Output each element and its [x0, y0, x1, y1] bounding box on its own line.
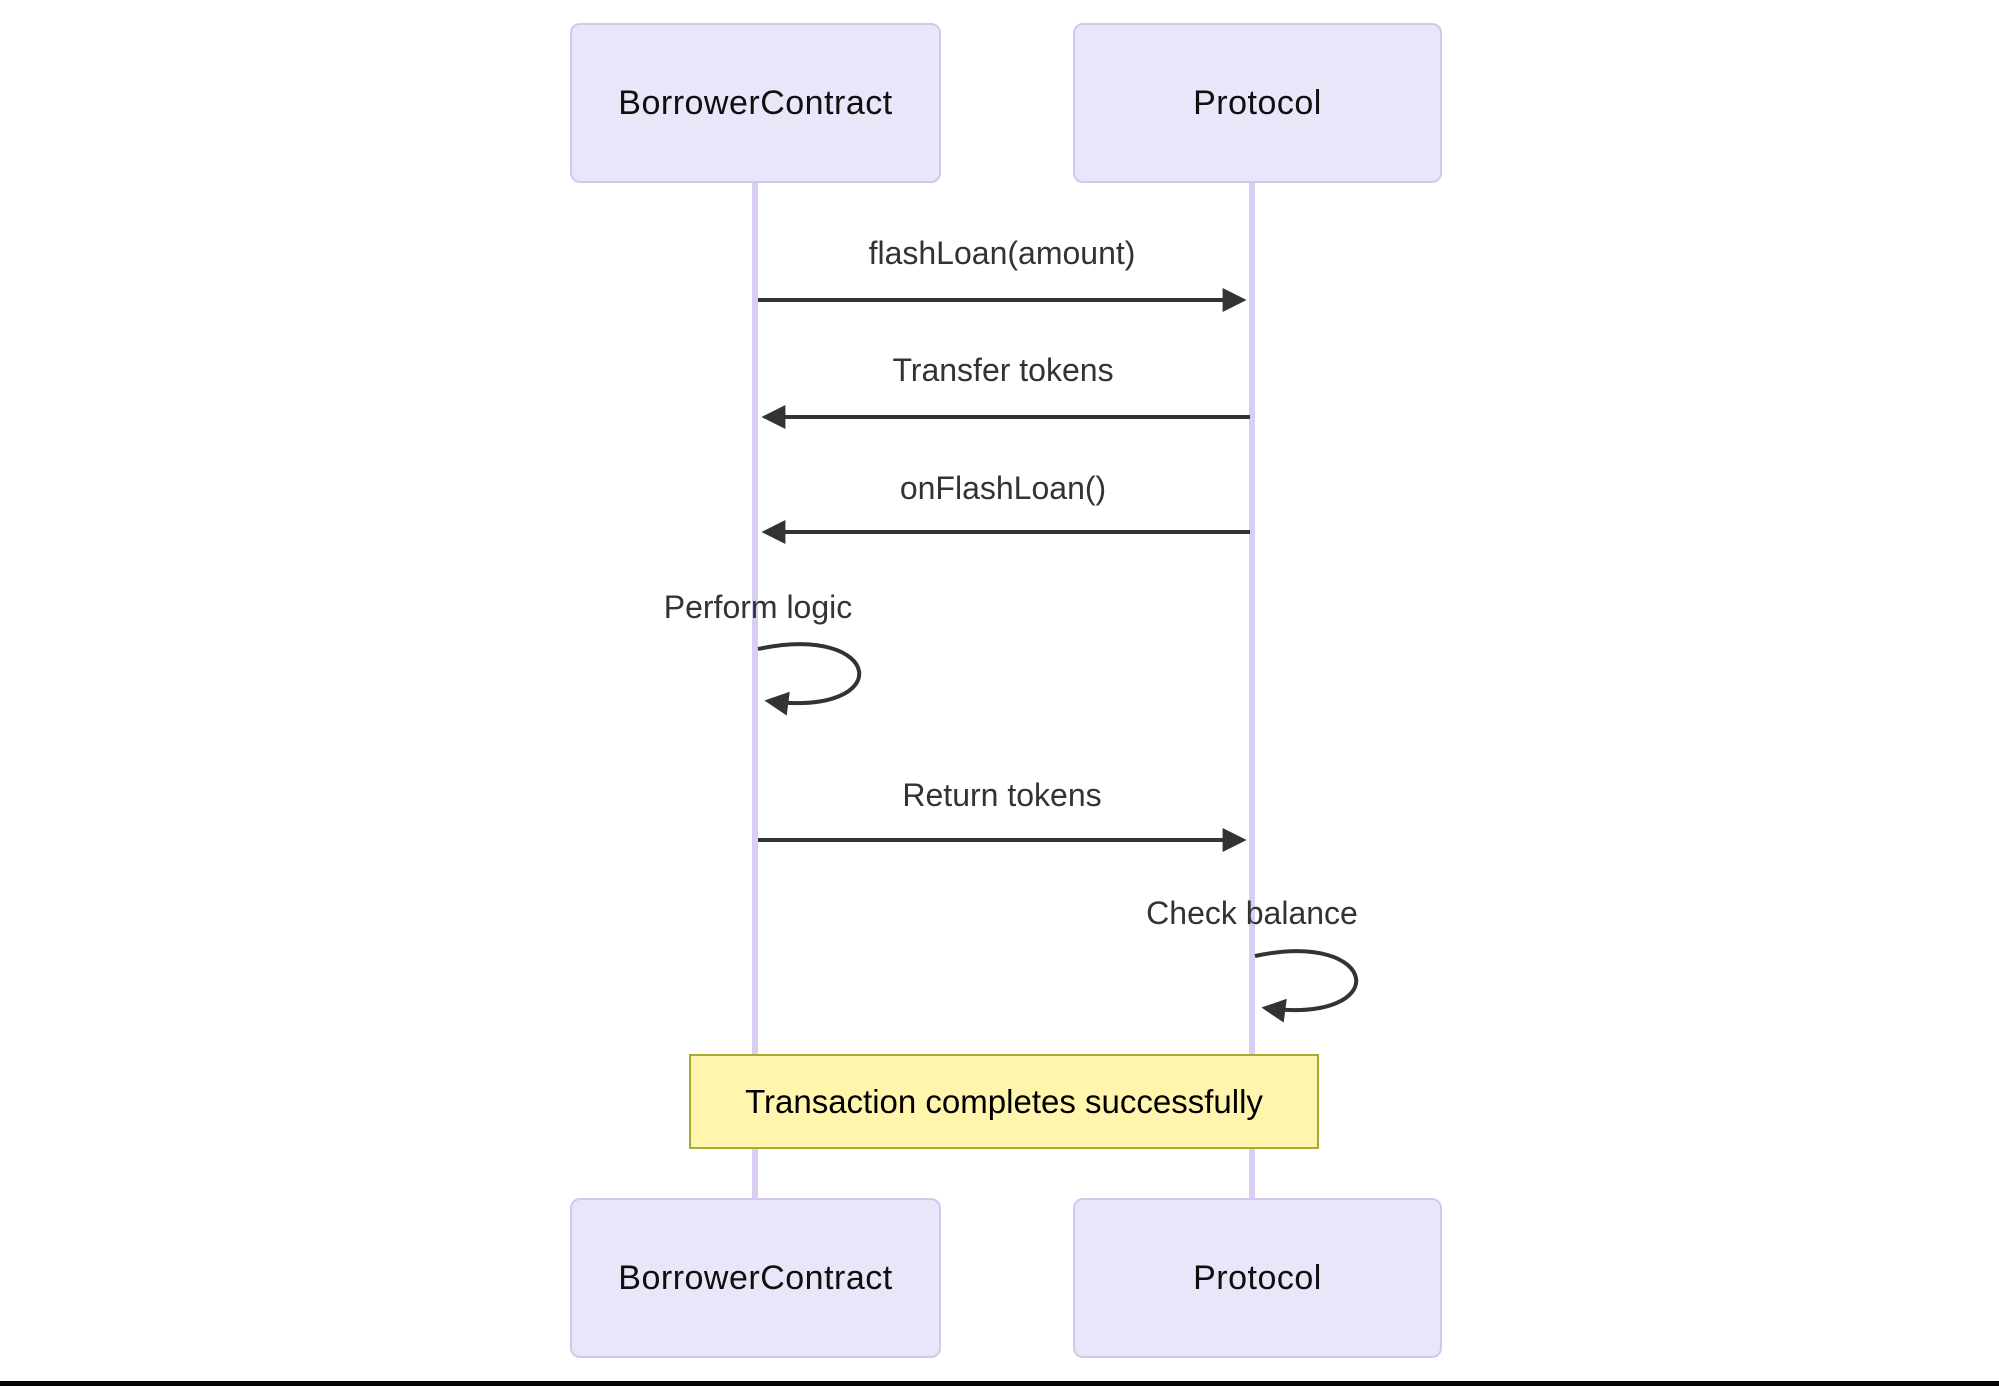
actor-bottom-protocol: Protocol — [1073, 1198, 1442, 1358]
window-bottom-edge — [0, 1381, 1999, 1386]
message-label-onflashloan: onFlashLoan() — [899, 470, 1107, 506]
message-label-check-balance: Check balance — [1146, 895, 1358, 931]
lifeline-borrowercontract — [752, 183, 758, 1198]
actor-label: Protocol — [1193, 83, 1322, 122]
selfloop-perform-logic — [757, 642, 862, 716]
actor-label: BorrowerContract — [618, 1258, 893, 1297]
message-label-perform-logic: Perform logic — [663, 589, 853, 625]
selfloop-check-balance — [1254, 949, 1359, 1023]
actor-top-protocol: Protocol — [1073, 23, 1442, 183]
actor-bottom-borrowercontract: BorrowerContract — [570, 1198, 941, 1358]
message-label-transfer-tokens: Transfer tokens — [892, 352, 1114, 388]
note-text: Transaction completes successfully — [745, 1082, 1263, 1120]
actor-label: Protocol — [1193, 1258, 1322, 1297]
actor-top-borrowercontract: BorrowerContract — [570, 23, 941, 183]
lifeline-protocol — [1249, 183, 1255, 1198]
actor-label: BorrowerContract — [618, 83, 893, 122]
message-label-flashloan: flashLoan(amount) — [868, 235, 1136, 271]
note-transaction-completes: Transaction completes successfully — [689, 1054, 1319, 1149]
message-label-return-tokens: Return tokens — [902, 777, 1102, 813]
